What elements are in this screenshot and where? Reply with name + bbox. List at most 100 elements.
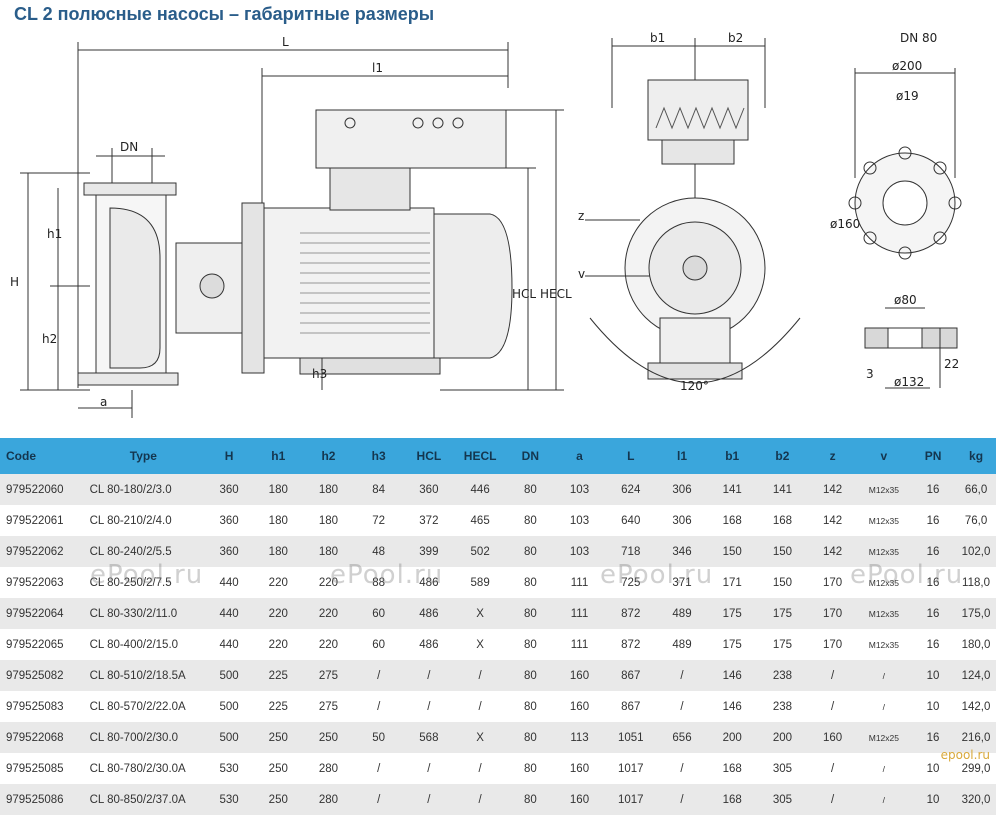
table-cell-z: 142	[807, 536, 858, 567]
table-cell-h3: /	[353, 660, 404, 691]
table-cell-pn: 16	[910, 505, 957, 536]
column-header-z: z	[807, 438, 858, 474]
table-cell-h2: 275	[303, 691, 354, 722]
table-cell-l: 718	[604, 536, 657, 567]
table-cell-z: /	[807, 691, 858, 722]
table-cell-hcl: /	[403, 660, 454, 691]
table-cell-h3: 50	[353, 722, 404, 753]
table-cell-hcl: 372	[403, 505, 454, 536]
column-header-hcl: HCL	[403, 438, 454, 474]
table-cell-dn: 80	[506, 598, 555, 629]
table-cell-l1: 306	[656, 474, 708, 505]
table-cell-type: CL 80-180/2/3.0	[81, 474, 206, 505]
table-cell-hcl: 399	[403, 536, 454, 567]
table-cell-l1: /	[656, 753, 708, 784]
table-cell-pn: 16	[910, 536, 957, 567]
table-cell-dn: 80	[506, 722, 555, 753]
table-cell-pn: 16	[910, 474, 957, 505]
table-cell-b1: 175	[707, 629, 758, 660]
table-cell-h: 360	[205, 474, 254, 505]
table-cell-h1: 250	[253, 753, 304, 784]
column-header-b1: b1	[707, 438, 758, 474]
table-cell-b1: 168	[707, 753, 758, 784]
column-header-l1: l1	[656, 438, 708, 474]
table-cell-h: 440	[205, 629, 254, 660]
table-cell-a: 160	[554, 691, 605, 722]
table-cell-b2: 238	[757, 660, 808, 691]
table-cell-z: 160	[807, 722, 858, 753]
table-cell-kg: 76,0	[956, 505, 996, 536]
table-cell-a: 103	[554, 536, 605, 567]
table-cell-type: CL 80-240/2/5.5	[81, 536, 206, 567]
table-cell-hecl: 589	[453, 567, 507, 598]
table-cell-l1: 489	[656, 629, 708, 660]
label-a: a	[100, 395, 107, 409]
table-cell-v: M12x35	[857, 505, 911, 536]
label-flange-title: DN 80	[900, 31, 937, 45]
table-cell-h2: 180	[303, 536, 354, 567]
table-cell-h: 360	[205, 536, 254, 567]
table-cell-h1: 180	[253, 474, 304, 505]
site-logo: epool.ru	[940, 748, 990, 762]
table-cell-l1: 656	[656, 722, 708, 753]
table-cell-v: /	[857, 753, 911, 784]
table-cell-b1: 141	[707, 474, 758, 505]
table-cell-h3: 84	[353, 474, 404, 505]
table-cell-a: 111	[554, 598, 605, 629]
table-cell-h: 500	[205, 691, 254, 722]
label-angle: 120°	[680, 379, 709, 393]
table-cell-kg: 66,0	[956, 474, 996, 505]
label-z: z	[578, 209, 584, 223]
table-cell-h2: 280	[303, 784, 354, 815]
table-cell-hcl: /	[403, 784, 454, 815]
table-cell-l: 1017	[604, 753, 657, 784]
table-cell-h1: 220	[253, 629, 304, 660]
table-cell-b1: 168	[707, 505, 758, 536]
table-cell-l: 725	[604, 567, 657, 598]
table-cell-hcl: 486	[403, 567, 454, 598]
column-header-code: Code	[0, 438, 82, 474]
table-cell-l: 640	[604, 505, 657, 536]
table-cell-h: 530	[205, 753, 254, 784]
column-header-a: a	[554, 438, 605, 474]
label-d200: ø200	[892, 59, 922, 73]
table-cell-h1: 225	[253, 691, 304, 722]
table-cell-v: M12x35	[857, 567, 911, 598]
label-d19: ø19	[896, 89, 919, 103]
table-cell-dn: 80	[506, 691, 555, 722]
table-cell-code: 979522068	[0, 722, 82, 753]
table-cell-a: 113	[554, 722, 605, 753]
table-cell-b2: 141	[757, 474, 808, 505]
table-cell-b2: 175	[757, 629, 808, 660]
table-cell-dn: 80	[506, 660, 555, 691]
table-cell-code: 979522065	[0, 629, 82, 660]
table-cell-hecl: /	[453, 660, 507, 691]
table-cell-a: 103	[554, 474, 605, 505]
table-cell-z: /	[807, 753, 858, 784]
table-cell-kg: 320,0	[956, 784, 996, 815]
table-cell-b1: 150	[707, 536, 758, 567]
table-cell-b2: 238	[757, 691, 808, 722]
table-cell-type: CL 80-510/2/18.5A	[81, 660, 206, 691]
table-cell-b2: 305	[757, 784, 808, 815]
table-cell-code: 979522064	[0, 598, 82, 629]
label-h1: h1	[47, 227, 62, 241]
label-b2: b2	[728, 31, 743, 45]
table-cell-b2: 305	[757, 753, 808, 784]
table-cell-l1: 489	[656, 598, 708, 629]
table-cell-l: 872	[604, 598, 657, 629]
table-cell-dn: 80	[506, 629, 555, 660]
table-cell-hcl: 486	[403, 598, 454, 629]
label-d80: ø80	[894, 293, 917, 307]
table-cell-hcl: 360	[403, 474, 454, 505]
table-cell-pn: 16	[910, 629, 957, 660]
table-cell-kg: 102,0	[956, 536, 996, 567]
table-cell-code: 979525083	[0, 691, 82, 722]
table-cell-z: 170	[807, 598, 858, 629]
